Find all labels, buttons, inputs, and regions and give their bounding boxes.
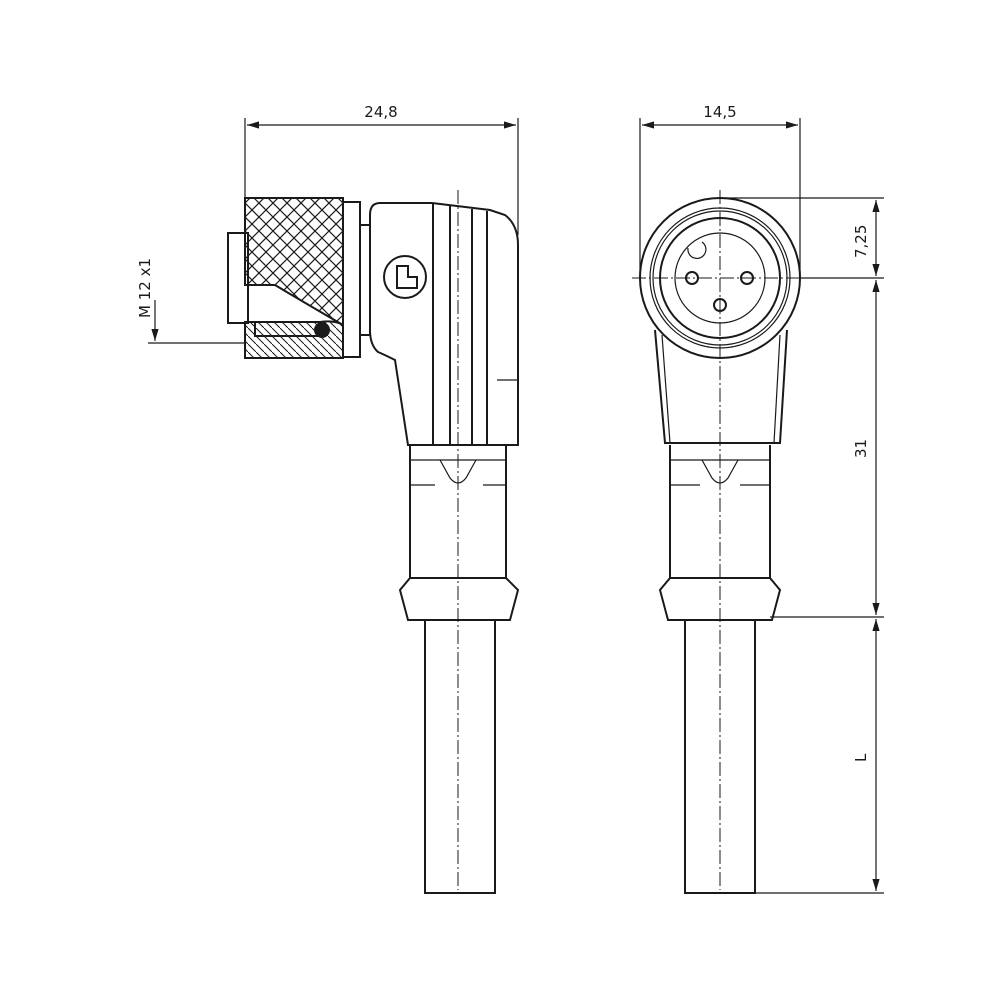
center-height-label: 7,25 xyxy=(852,225,870,258)
strain-relief xyxy=(409,445,507,578)
coding-key xyxy=(687,241,707,259)
housing-front xyxy=(654,329,788,444)
cable-length-label: L xyxy=(852,753,870,762)
knurled-nut xyxy=(244,197,344,327)
side-view: 24,8 M 12 x1 xyxy=(136,103,520,894)
cable xyxy=(424,619,496,894)
housing-edge xyxy=(661,334,781,444)
cable-boot xyxy=(398,577,520,621)
width-dimension-label: 14,5 xyxy=(703,103,736,121)
brand-logo-icon xyxy=(383,255,427,299)
cable-boot xyxy=(658,577,782,621)
angled-housing xyxy=(369,202,519,446)
thread-label: M 12 x1 xyxy=(136,258,154,318)
width-dimension-label: 24,8 xyxy=(364,103,397,121)
strain-relief xyxy=(669,445,771,578)
coupling-ring xyxy=(342,201,361,358)
body-length-label: 31 xyxy=(852,439,870,458)
front-view: 14,5 7,25 31 L xyxy=(632,103,884,894)
ring-step xyxy=(359,224,371,336)
o-ring xyxy=(314,322,330,338)
